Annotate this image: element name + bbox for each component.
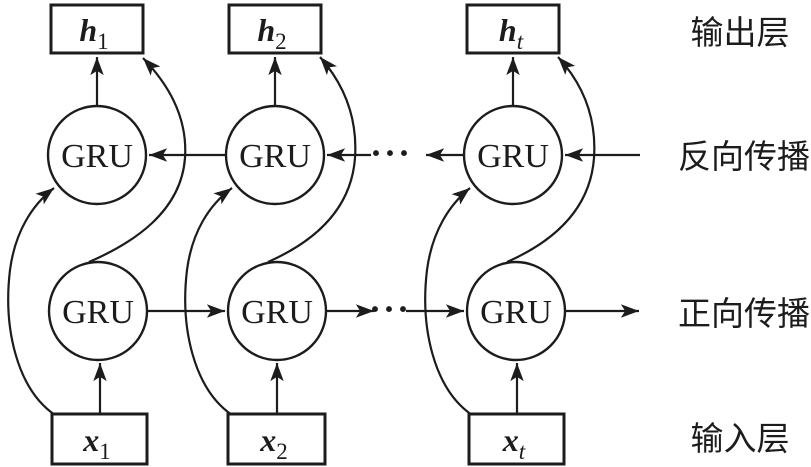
forward-grut-node (465, 260, 567, 362)
input-box-xt (467, 412, 566, 466)
arrow-input1-to-backward-gru1 (7, 187, 56, 416)
backward-gru1-node (46, 104, 148, 206)
ellipsis-forward-row: ··· (369, 289, 411, 329)
label-backward-propagation: 反向传播 (678, 139, 810, 176)
backward-gru1-label: GRU (61, 138, 133, 175)
input-label-xt: xt (502, 422, 526, 464)
backward-grut-label: GRU (477, 138, 549, 175)
input-box-x2 (226, 412, 327, 466)
label-output-layer: 输出层 (691, 15, 790, 52)
input-xt-subscript: t (519, 439, 526, 464)
output-h2-symbol: h (257, 12, 275, 48)
arrow-forward-grut-to-outputt (506, 56, 596, 264)
forward-gru1-label: GRU (62, 294, 134, 331)
backward-gru2-node (224, 104, 326, 206)
output-label-h2: h2 (257, 12, 286, 54)
ellipsis-backward-row: ··· (370, 133, 412, 173)
output-box-h1 (49, 3, 145, 55)
forward-gru2-node (226, 260, 328, 362)
output-h2-subscript: 2 (275, 29, 287, 54)
arrow-forward-gru1-to-output1 (88, 57, 187, 264)
input-x2-symbol: x (259, 422, 276, 458)
input-label-x1: x1 (82, 422, 111, 464)
output-label-h1: h1 (79, 12, 108, 54)
output-box-h2 (227, 3, 323, 55)
arrow-forward-gru2-to-output2 (267, 56, 357, 264)
input-x1-subscript: 1 (99, 439, 111, 464)
label-forward-propagation: 正向传播 (678, 296, 810, 333)
arrow-inputt-to-backward-grut (424, 187, 473, 416)
input-x1-symbol: x (82, 422, 99, 458)
input-label-x2: x2 (259, 422, 288, 464)
output-h1-symbol: h (79, 12, 97, 48)
forward-grut-label: GRU (480, 294, 552, 331)
forward-gru2-label: GRU (241, 294, 313, 331)
input-box-x1 (50, 412, 149, 466)
output-ht-symbol: h (499, 12, 517, 48)
output-ht-subscript: t (517, 29, 524, 54)
input-x2-subscript: 2 (276, 439, 288, 464)
output-label-ht: ht (499, 12, 524, 54)
forward-gru1-node (47, 260, 149, 362)
output-h1-subscript: 1 (97, 29, 109, 54)
label-input-layer: 输入层 (691, 421, 790, 458)
arrow-input2-to-backward-gru2 (184, 187, 233, 416)
backward-gru2-label: GRU (239, 138, 311, 175)
input-xt-symbol: x (502, 422, 519, 458)
output-box-ht (465, 3, 561, 55)
backward-grut-node (462, 104, 564, 206)
